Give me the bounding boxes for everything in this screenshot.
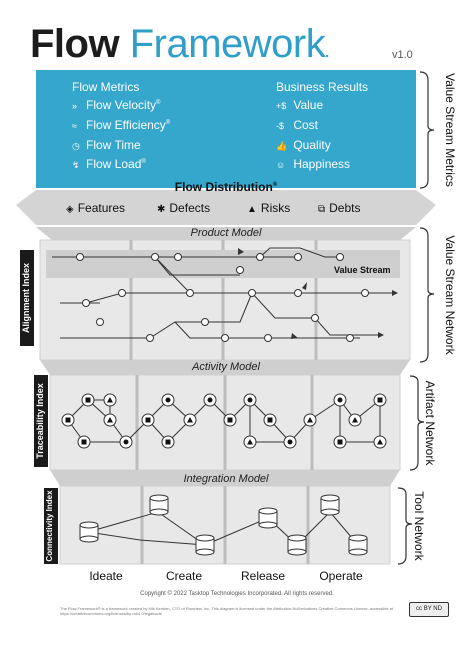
cc-license-badge[interactable]: cc BY ND bbox=[409, 602, 449, 617]
risks-item: ▲Risks bbox=[247, 201, 290, 215]
debts-label: Debts bbox=[329, 201, 361, 215]
debts-item: ⧉Debts bbox=[318, 201, 361, 215]
value-stream-network-label: Value Stream Network bbox=[443, 235, 457, 355]
license-footnote: The Flow Framework® is a framework creat… bbox=[60, 606, 393, 616]
happiness-icon: ☺ bbox=[276, 160, 286, 170]
connectivity-index-bar bbox=[44, 488, 58, 564]
value-stream-metrics-label: Value Stream Metrics bbox=[443, 73, 457, 187]
happiness-item: ☺ Happiness bbox=[276, 157, 350, 171]
value-stream-nodes bbox=[76, 253, 369, 342]
defects-icon: ✱ bbox=[157, 204, 166, 215]
time-icon: ◷ bbox=[72, 141, 80, 151]
version-label: v1.0 bbox=[392, 49, 413, 61]
cost-icon: -$ bbox=[276, 121, 285, 131]
product-model-band bbox=[36, 227, 416, 240]
quality-label: Quality bbox=[293, 138, 331, 152]
stage-create: Create bbox=[165, 569, 203, 583]
flow-efficiency-label: Flow Efficiency bbox=[86, 118, 166, 132]
flow-distribution-title: Flow Distribution® bbox=[36, 180, 416, 194]
quality-icon: 👍 bbox=[276, 141, 288, 151]
connectivity-index-label: Connectivity Index bbox=[45, 490, 54, 562]
integration-model-title: Integration Model bbox=[183, 473, 269, 485]
activity-model-band bbox=[40, 360, 410, 375]
quality-item: 👍 Quality bbox=[276, 138, 331, 152]
happiness-label: Happiness bbox=[293, 157, 351, 171]
business-results-heading: Business Results bbox=[276, 80, 369, 94]
value-item: +$ Value bbox=[276, 98, 323, 112]
flow-load-label: Flow Load bbox=[86, 157, 142, 171]
defects-item: ✱Defects bbox=[157, 201, 210, 215]
page-title: Flow Framework. bbox=[30, 22, 329, 67]
stage-ideate: Ideate bbox=[89, 569, 123, 583]
flow-time-label: Flow Time bbox=[86, 138, 141, 152]
value-icon: +$ bbox=[276, 101, 287, 111]
efficiency-mark: ® bbox=[165, 120, 171, 126]
debts-icon: ⧉ bbox=[318, 204, 326, 215]
efficiency-icon: ≈ bbox=[72, 121, 77, 131]
features-label: Features bbox=[77, 201, 126, 215]
title-flow: Flow bbox=[30, 22, 120, 66]
flow-distribution-label: Flow Distribution bbox=[174, 180, 273, 194]
load-mark: ® bbox=[141, 159, 146, 165]
flow-time-item: ◷ Flow Time bbox=[72, 138, 141, 152]
tool-databases bbox=[79, 494, 368, 556]
activity-model-title: Activity Model bbox=[192, 361, 260, 373]
distribution-band bbox=[16, 190, 436, 225]
velocity-icon: » bbox=[72, 101, 78, 111]
distribution-mark: ® bbox=[272, 182, 278, 188]
value-label: Value bbox=[293, 98, 324, 112]
flow-efficiency-item: ≈ Flow Efficiency® bbox=[72, 118, 170, 132]
cost-item: -$ Cost bbox=[276, 118, 318, 132]
value-stream-callout: Value Stream bbox=[334, 265, 391, 275]
tool-network-label: Tool Network bbox=[412, 491, 426, 561]
title-framework: Framework bbox=[129, 22, 326, 66]
copyright-text: Copyright © 2022 Tasktop Technologies In… bbox=[140, 591, 334, 597]
stage-release: Release bbox=[240, 569, 286, 583]
stage-operate: Operate bbox=[319, 569, 363, 583]
defects-label: Defects bbox=[169, 201, 211, 215]
features-item: ◈Features bbox=[66, 201, 125, 215]
traceability-index-label: Traceability Index bbox=[35, 383, 45, 459]
flow-load-item: ↯ Flow Load® bbox=[72, 157, 146, 171]
flow-velocity-item: » Flow Velocity® bbox=[72, 98, 160, 112]
risks-icon: ▲ bbox=[247, 204, 257, 215]
velocity-mark: ® bbox=[156, 100, 161, 106]
flow-velocity-label: Flow Velocity bbox=[86, 98, 157, 112]
artifact-network-label: Artifact Network bbox=[423, 380, 437, 466]
alignment-index-bar bbox=[20, 250, 34, 346]
flow-metrics-heading: Flow Metrics bbox=[72, 80, 140, 94]
artifact-node-glyphs bbox=[65, 397, 383, 445]
value-stream-metrics-panel bbox=[36, 70, 416, 188]
traceability-index-bar bbox=[34, 375, 48, 467]
integration-model-band bbox=[50, 470, 400, 486]
features-icon: ◈ bbox=[66, 204, 74, 215]
risks-label: Risks bbox=[260, 201, 291, 215]
load-icon: ↯ bbox=[72, 160, 80, 170]
title-dot: . bbox=[325, 44, 329, 60]
alignment-index-label: Alignment Index bbox=[21, 263, 31, 334]
product-model-title: Product Model bbox=[190, 227, 262, 239]
cost-label: Cost bbox=[293, 118, 319, 132]
flow-arrowheads bbox=[238, 248, 398, 339]
